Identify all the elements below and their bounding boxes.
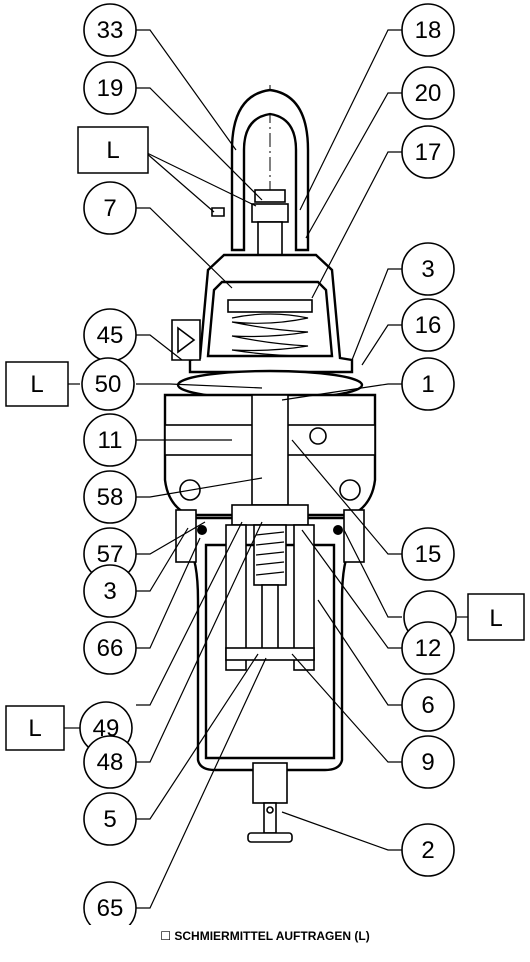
callout-16: 16 bbox=[401, 298, 455, 352]
callout-50: 50 bbox=[81, 357, 135, 411]
svg-text:L: L bbox=[30, 371, 43, 398]
callout-20: 20 bbox=[401, 66, 455, 120]
legend-square-icon: ☐ bbox=[160, 929, 172, 943]
callout-5: 5 bbox=[83, 792, 137, 846]
lubrication-legend: ☐ SCHMIERMITTEL AUFTRAGEN (L) bbox=[0, 929, 530, 943]
drain-valve bbox=[247, 762, 293, 843]
leader-lines bbox=[136, 29, 402, 909]
callout-2: 2 bbox=[401, 823, 455, 877]
svg-text:L: L bbox=[28, 715, 41, 742]
svg-text:66: 66 bbox=[97, 635, 124, 662]
svg-text:18: 18 bbox=[415, 17, 442, 44]
callout-33: 33 bbox=[83, 3, 137, 57]
svg-text:50: 50 bbox=[95, 371, 122, 398]
callout-57: 57 bbox=[83, 527, 137, 581]
callout-45: 45 bbox=[83, 308, 137, 362]
svg-text:1: 1 bbox=[421, 371, 434, 398]
callout-11: 11 bbox=[83, 413, 137, 467]
svg-text:19: 19 bbox=[97, 75, 124, 102]
svg-text:65: 65 bbox=[97, 895, 124, 922]
valve-stem bbox=[225, 504, 315, 671]
callout-3-right: 3 bbox=[401, 242, 455, 296]
callout-18: 18 bbox=[401, 3, 455, 57]
svg-text:58: 58 bbox=[97, 484, 124, 511]
callout-17: 17 bbox=[401, 125, 455, 179]
callout-7: 7 bbox=[83, 181, 137, 235]
callout-66: 66 bbox=[83, 621, 137, 675]
callout-9: 9 bbox=[401, 735, 455, 789]
lubrication-marker-2: L bbox=[5, 361, 80, 407]
svg-text:9: 9 bbox=[421, 749, 434, 776]
callout-15: 15 bbox=[401, 527, 455, 581]
svg-text:16: 16 bbox=[415, 312, 442, 339]
lubrication-marker-1: L bbox=[77, 126, 149, 174]
svg-text:3: 3 bbox=[421, 256, 434, 283]
spring bbox=[227, 299, 313, 357]
callout-58: 58 bbox=[83, 470, 137, 524]
svg-text:12: 12 bbox=[415, 635, 442, 662]
svg-text:17: 17 bbox=[415, 139, 442, 166]
svg-text:20: 20 bbox=[415, 80, 442, 107]
svg-text:45: 45 bbox=[97, 322, 124, 349]
callout-3-left: 3 bbox=[83, 564, 137, 618]
svg-text:L: L bbox=[489, 605, 502, 632]
callout-48: 48 bbox=[83, 735, 137, 789]
legend-text: SCHMIERMITTEL AUFTRAGEN (L) bbox=[174, 929, 370, 943]
callout-1: 1 bbox=[401, 357, 455, 411]
callout-65: 65 bbox=[83, 881, 137, 925]
svg-text:57: 57 bbox=[97, 541, 124, 568]
svg-text:33: 33 bbox=[97, 17, 124, 44]
svg-text:6: 6 bbox=[421, 692, 434, 719]
callout-19: 19 bbox=[83, 61, 137, 115]
svg-text:48: 48 bbox=[97, 749, 124, 776]
svg-text:5: 5 bbox=[103, 806, 116, 833]
main-body bbox=[163, 393, 377, 517]
lubrication-marker-4: L bbox=[5, 705, 80, 751]
svg-text:7: 7 bbox=[103, 195, 116, 222]
bonnet bbox=[211, 88, 310, 252]
svg-text:11: 11 bbox=[98, 427, 123, 454]
svg-text:3: 3 bbox=[103, 578, 116, 605]
regulator-cross-section: L L L L 33 19 7 45 50 11 58 57 3 66 49 4… bbox=[5, 3, 525, 925]
svg-text:L: L bbox=[106, 137, 119, 164]
svg-text:2: 2 bbox=[421, 837, 434, 864]
callout-6: 6 bbox=[401, 678, 455, 732]
callout-12: 12 bbox=[401, 621, 455, 675]
svg-text:15: 15 bbox=[415, 541, 442, 568]
lubrication-marker-3: L bbox=[457, 593, 525, 641]
